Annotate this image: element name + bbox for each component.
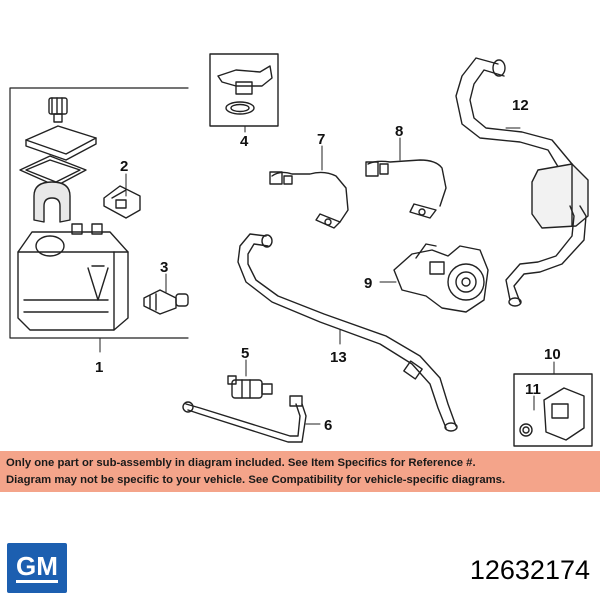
callout-3: 3 — [160, 259, 168, 276]
callout-6: 6 — [324, 417, 332, 434]
callout-11: 11 — [525, 381, 541, 398]
canister-assembly — [9, 87, 189, 339]
notice-line-2: Diagram may not be specific to your vehi… — [6, 474, 506, 486]
callout-5: 5 — [241, 345, 249, 362]
callout-8: 8 — [395, 123, 403, 140]
callout-12: 12 — [512, 97, 529, 114]
air-hose — [455, 57, 589, 307]
callout-7: 7 — [317, 131, 325, 148]
gm-logo-text: GM — [16, 551, 58, 583]
notice-line-1: Only one part or sub-assembly in diagram… — [6, 457, 476, 469]
purge-valve — [227, 375, 273, 399]
sensor-box — [209, 53, 279, 127]
vent-tube — [182, 395, 307, 443]
actuator-box — [513, 373, 593, 447]
part-number: 12632174 — [469, 555, 590, 585]
bracket-part — [103, 185, 141, 219]
callout-13: 13 — [330, 349, 347, 366]
notice-banner: Only one part or sub-assembly in diagram… — [0, 451, 600, 492]
callout-2: 2 — [120, 158, 128, 175]
callout-9: 9 — [364, 275, 372, 292]
oxygen-sensor-2 — [365, 159, 447, 219]
callout-1: 1 — [95, 359, 103, 376]
gm-logo: GM — [7, 543, 67, 593]
callout-10: 10 — [544, 346, 561, 363]
valve-part — [143, 289, 189, 315]
oxygen-sensor-1 — [269, 171, 349, 229]
vacuum-hose — [237, 233, 458, 432]
callout-4: 4 — [240, 133, 249, 150]
air-pump — [393, 243, 489, 313]
leader-lines — [99, 125, 555, 425]
parts-diagram: 1 2 3 4 5 6 7 8 9 10 11 12 13 — [9, 53, 593, 447]
